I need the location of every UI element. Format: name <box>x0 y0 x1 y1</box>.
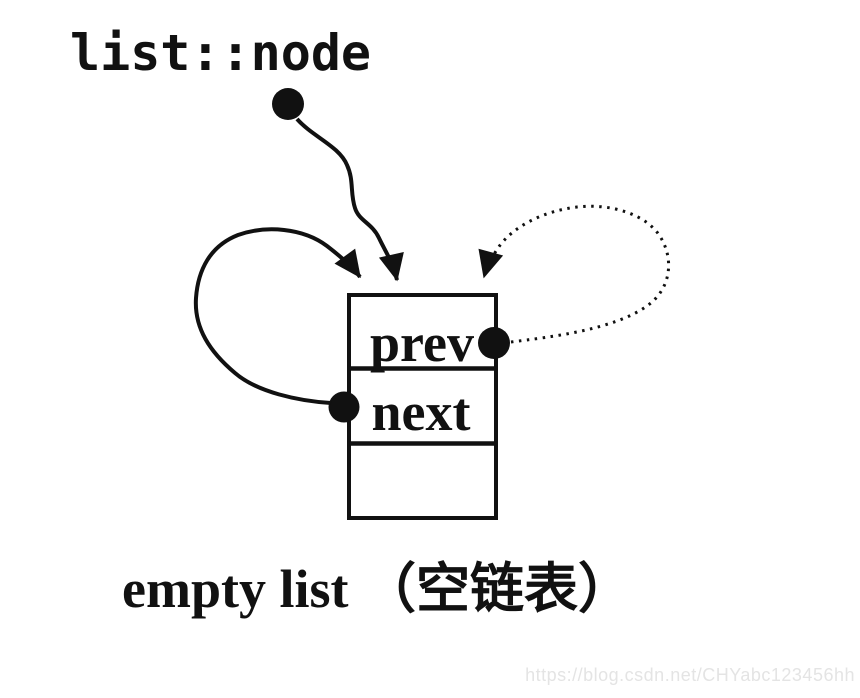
prev-self-loop-dotted <box>478 204 671 344</box>
next-field-label: next <box>372 382 471 442</box>
node-pointer-dot <box>272 88 304 120</box>
prev-pointer-dot <box>478 327 510 359</box>
watermark-url: https://blog.csdn.net/CHYabc123456hh <box>525 665 855 685</box>
node-pointer-arrow <box>295 117 404 282</box>
prev-field-label: prev <box>370 313 474 373</box>
diagram-title: list::node <box>70 24 372 82</box>
next-pointer-dot <box>328 391 360 423</box>
diagram-caption: empty list （空链表） <box>122 559 632 619</box>
next-self-loop <box>193 227 362 405</box>
